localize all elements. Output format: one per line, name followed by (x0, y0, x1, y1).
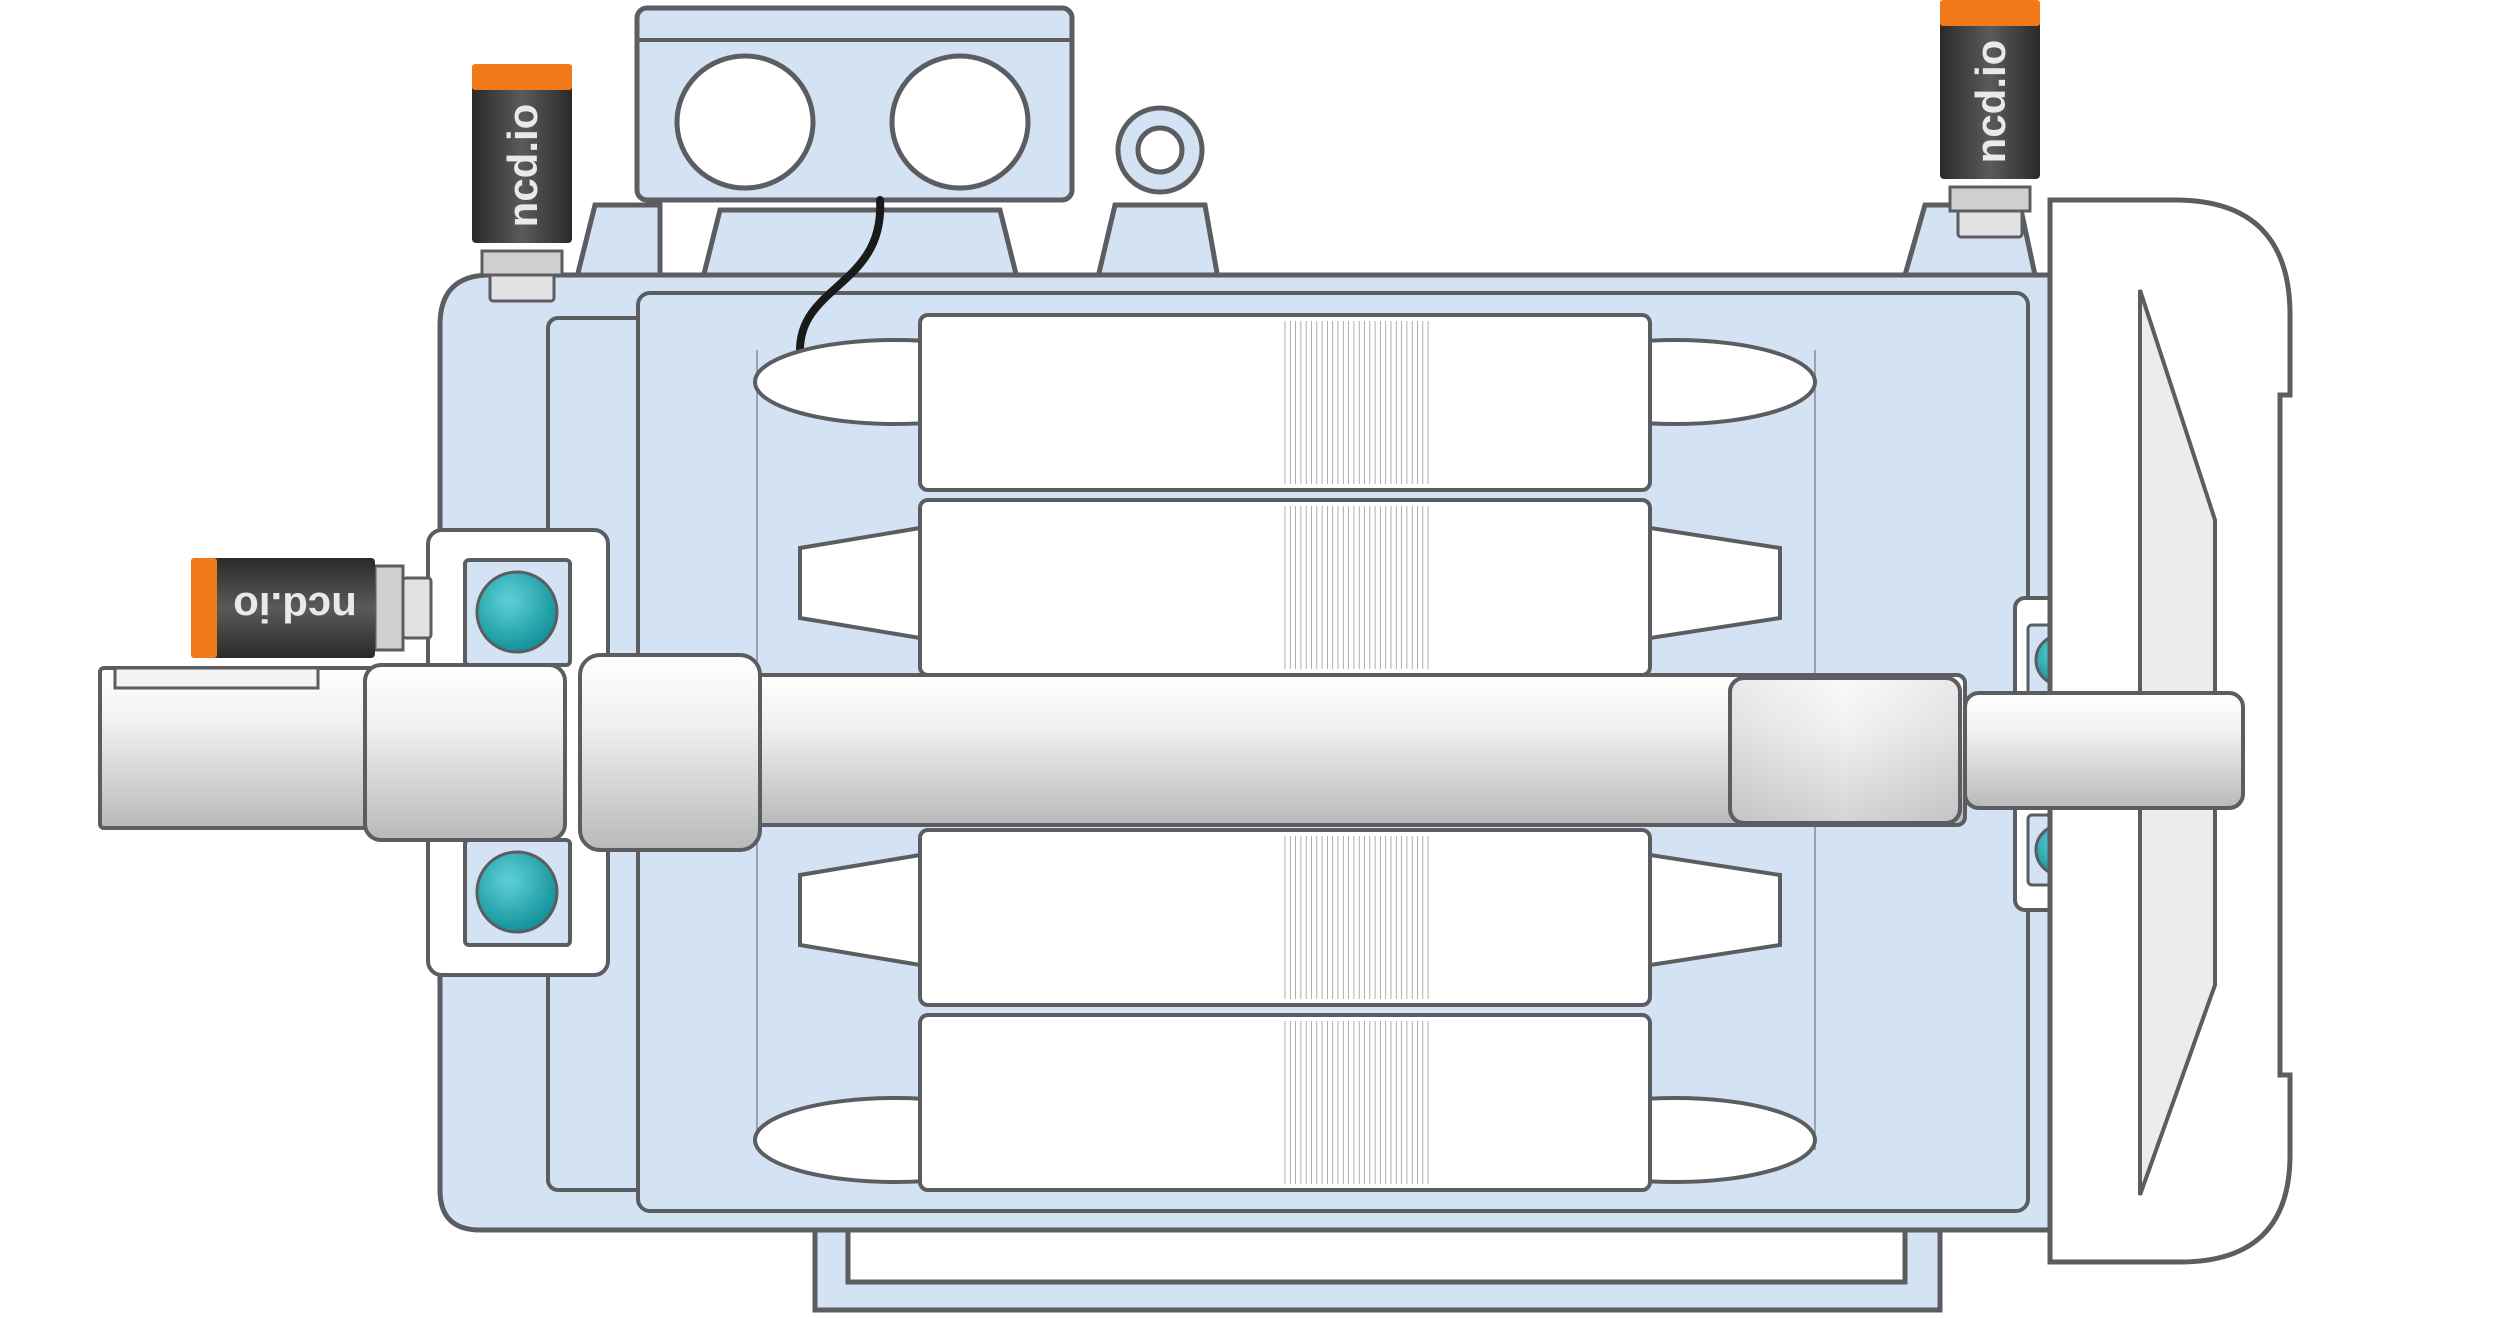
sensor-brand-label: ncd.io (233, 584, 357, 631)
shaft-output-end (98, 666, 392, 830)
rotor-end-ring (798, 852, 922, 968)
shaft-keyway (113, 666, 320, 690)
rotor-end-ring (798, 525, 922, 641)
terminal-port-icon (889, 53, 1031, 191)
rotor-end-ring (1648, 852, 1782, 968)
vibration-sensor-icon: ncd.io (1940, 0, 2040, 239)
vibration-sensor-icon: ncd.io (191, 558, 433, 658)
lifting-eye-hole (1135, 125, 1185, 175)
terminal-port-icon (674, 53, 816, 191)
vibration-sensor-icon: ncd.io (472, 64, 572, 303)
power-cable (796, 196, 885, 354)
shaft-collar (363, 663, 567, 842)
sensor-brand-label: ncd.io (499, 104, 546, 228)
shaft-collar (578, 653, 762, 852)
shaft-step (1728, 676, 1962, 825)
bearing-ball-icon (475, 570, 559, 654)
bearing-ball-icon (475, 850, 559, 934)
sensor-brand-label: ncd.io (1967, 40, 2014, 164)
motor-base (812, 1225, 1943, 1313)
shaft-fan-end (1963, 691, 2245, 810)
rotor-end-ring (1648, 525, 1782, 641)
